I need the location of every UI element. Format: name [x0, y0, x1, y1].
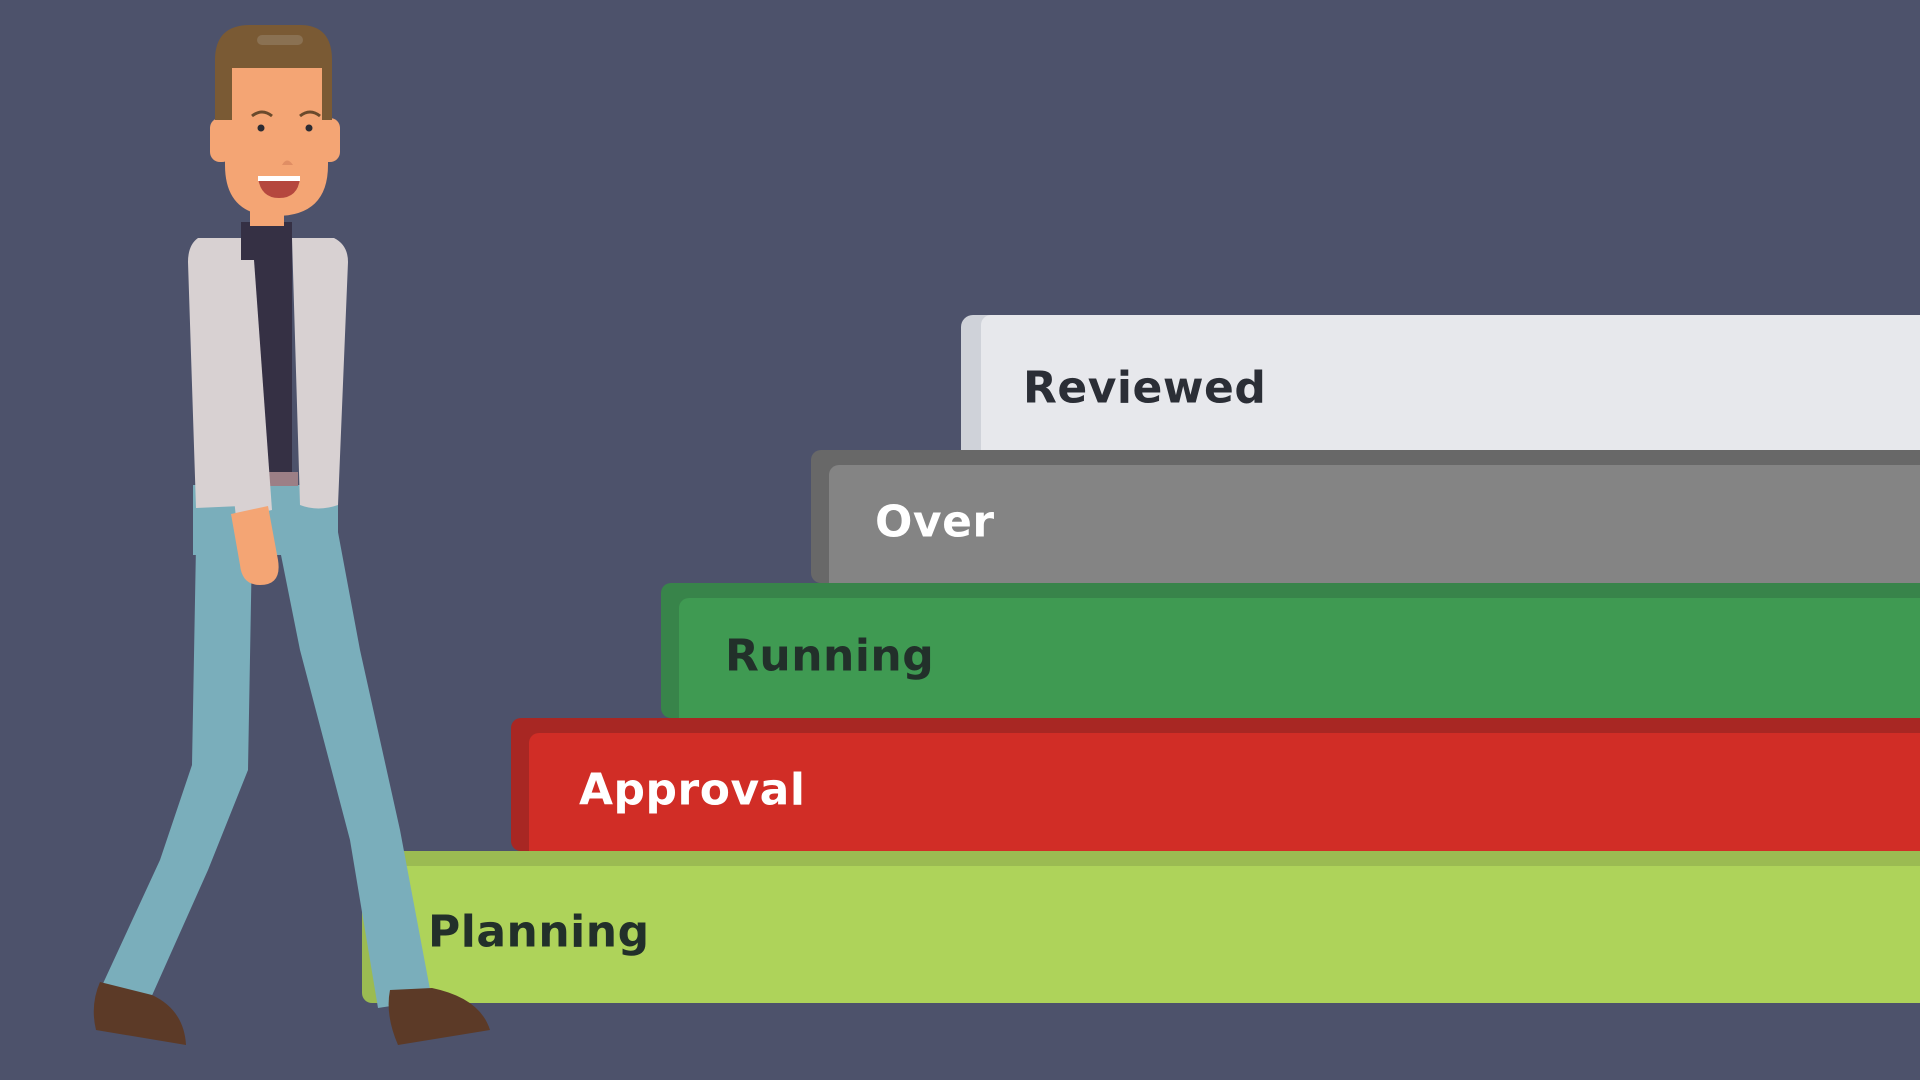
step-label-running: Running: [725, 630, 935, 682]
mouth: [258, 178, 300, 198]
left-eyebrow: [251, 110, 273, 118]
arm-sleeve: [210, 260, 272, 518]
step-label-reviewed: Reviewed: [1023, 362, 1267, 414]
step-over: Over: [811, 450, 1920, 583]
teeth: [258, 176, 300, 181]
right-shoe: [388, 988, 490, 1045]
step-reviewed: Reviewed: [961, 315, 1920, 450]
walking-man-illustration: [93, 25, 490, 1045]
step-face: [829, 465, 1920, 583]
right-eye: [305, 124, 313, 132]
step-label-approval: Approval: [579, 764, 806, 816]
left-shoe: [93, 982, 186, 1045]
hair-highlight: [257, 35, 303, 45]
step-face: [679, 598, 1920, 718]
right-eyebrow: [299, 110, 321, 118]
step-planning: Planning: [362, 851, 1920, 1003]
step-face: [529, 733, 1920, 851]
step-face: [981, 315, 1920, 450]
face: [225, 65, 328, 216]
step-face: [376, 866, 1920, 1003]
hand: [231, 506, 279, 585]
left-eye: [257, 124, 265, 132]
nose: [282, 160, 293, 165]
left-leg: [100, 545, 252, 1000]
step-approval: Approval: [511, 718, 1920, 851]
step-label-planning: Planning: [428, 906, 650, 958]
right-leg: [270, 500, 432, 1008]
step-running: Running: [661, 583, 1920, 718]
step-label-over: Over: [875, 496, 995, 548]
hair: [215, 25, 332, 120]
